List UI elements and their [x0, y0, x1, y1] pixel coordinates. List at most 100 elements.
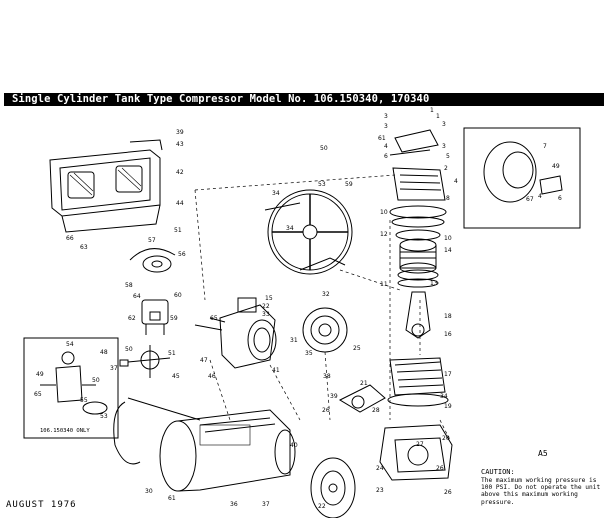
svg-text:37: 37 [262, 501, 270, 508]
svg-text:17: 17 [444, 371, 452, 378]
svg-text:53: 53 [100, 413, 108, 420]
svg-text:63: 63 [80, 244, 88, 251]
svg-text:62: 62 [128, 315, 136, 322]
belt-guard [49, 139, 163, 233]
svg-text:59: 59 [170, 315, 178, 322]
svg-text:26: 26 [322, 407, 330, 414]
svg-text:23: 23 [376, 487, 384, 494]
svg-text:41: 41 [272, 367, 280, 374]
svg-text:12: 12 [380, 231, 388, 238]
svg-text:44: 44 [176, 200, 184, 207]
cylinder-block [387, 357, 449, 407]
svg-text:36: 36 [230, 501, 238, 508]
check-valve-fittings [119, 345, 171, 378]
discharge-tube [113, 397, 201, 465]
svg-text:4: 4 [384, 143, 388, 150]
svg-text:56: 56 [178, 251, 186, 258]
svg-text:43: 43 [176, 141, 184, 148]
svg-text:34: 34 [272, 190, 280, 197]
svg-text:1: 1 [436, 113, 440, 120]
svg-text:48: 48 [100, 349, 108, 356]
svg-text:61: 61 [378, 135, 386, 142]
regulator-inset [23, 337, 119, 439]
svg-text:60: 60 [174, 292, 182, 299]
air-tank [159, 409, 296, 492]
svg-text:3: 3 [384, 123, 388, 130]
svg-text:51: 51 [174, 227, 182, 234]
svg-text:38: 38 [323, 373, 331, 380]
svg-text:39: 39 [176, 129, 184, 136]
motor-pulley [129, 248, 176, 273]
head-inset [463, 127, 581, 229]
svg-text:46: 46 [208, 373, 216, 380]
inset-note: 106.150340 ONLY [40, 428, 90, 434]
svg-text:25: 25 [353, 345, 361, 352]
svg-text:35: 35 [305, 350, 313, 357]
svg-text:2: 2 [444, 165, 448, 172]
svg-text:37: 37 [110, 365, 118, 372]
svg-text:19: 19 [444, 403, 452, 410]
svg-text:50: 50 [125, 346, 133, 353]
svg-text:58: 58 [125, 282, 133, 289]
svg-text:3: 3 [384, 113, 388, 120]
svg-text:26: 26 [444, 489, 452, 496]
svg-text:49: 49 [36, 371, 44, 378]
svg-text:47: 47 [200, 357, 208, 364]
svg-text:28: 28 [372, 407, 380, 414]
wheel [310, 457, 356, 518]
svg-text:65: 65 [210, 315, 218, 322]
svg-text:59: 59 [345, 181, 353, 188]
svg-text:66: 66 [66, 235, 74, 242]
svg-text:3: 3 [442, 143, 446, 150]
svg-text:31: 31 [290, 337, 298, 344]
svg-text:34: 34 [286, 225, 294, 232]
svg-text:11: 11 [380, 281, 388, 288]
cylinder-head [389, 129, 446, 201]
svg-text:34: 34 [440, 393, 448, 400]
svg-text:55: 55 [80, 397, 88, 404]
svg-text:53: 53 [318, 181, 326, 188]
title-bar: Single Cylinder Tank Type Compressor Mod… [4, 93, 604, 106]
gaskets-rings [389, 205, 447, 288]
svg-text:21: 21 [360, 380, 368, 387]
motor [194, 297, 277, 369]
svg-text:22: 22 [262, 303, 270, 310]
page-title: Single Cylinder Tank Type Compressor Mod… [12, 93, 430, 105]
svg-text:61: 61 [168, 495, 176, 502]
svg-text:8: 8 [446, 195, 450, 202]
svg-text:42: 42 [176, 169, 184, 176]
svg-text:3: 3 [442, 121, 446, 128]
svg-text:1: 1 [430, 107, 434, 114]
svg-text:13: 13 [430, 280, 438, 287]
svg-text:64: 64 [133, 293, 141, 300]
svg-text:26: 26 [436, 465, 444, 472]
connecting-rod [405, 291, 431, 339]
svg-text:14: 14 [444, 247, 452, 254]
pressure-switch [141, 299, 169, 335]
svg-text:7: 7 [543, 143, 547, 150]
svg-text:4: 4 [454, 178, 458, 185]
crankshaft [338, 384, 386, 413]
piston [399, 238, 437, 274]
date-label: AUGUST 1976 [6, 500, 77, 510]
flywheel [264, 189, 353, 275]
svg-text:16: 16 [444, 331, 452, 338]
svg-text:67: 67 [526, 196, 534, 203]
svg-text:5: 5 [446, 153, 450, 160]
svg-text:4: 4 [538, 193, 542, 200]
svg-text:18: 18 [444, 313, 452, 320]
svg-text:22: 22 [318, 503, 326, 510]
crankcase [379, 424, 453, 481]
svg-text:32: 32 [322, 291, 330, 298]
svg-text:50: 50 [92, 377, 100, 384]
svg-text:50: 50 [320, 145, 328, 152]
svg-text:6: 6 [384, 153, 388, 160]
bearing [302, 307, 348, 353]
svg-text:24: 24 [376, 465, 384, 472]
svg-text:27: 27 [416, 441, 424, 448]
svg-text:10: 10 [444, 235, 452, 242]
svg-text:65: 65 [34, 391, 42, 398]
svg-text:54: 54 [66, 341, 74, 348]
svg-text:40: 40 [290, 442, 298, 449]
svg-text:39: 39 [330, 393, 338, 400]
